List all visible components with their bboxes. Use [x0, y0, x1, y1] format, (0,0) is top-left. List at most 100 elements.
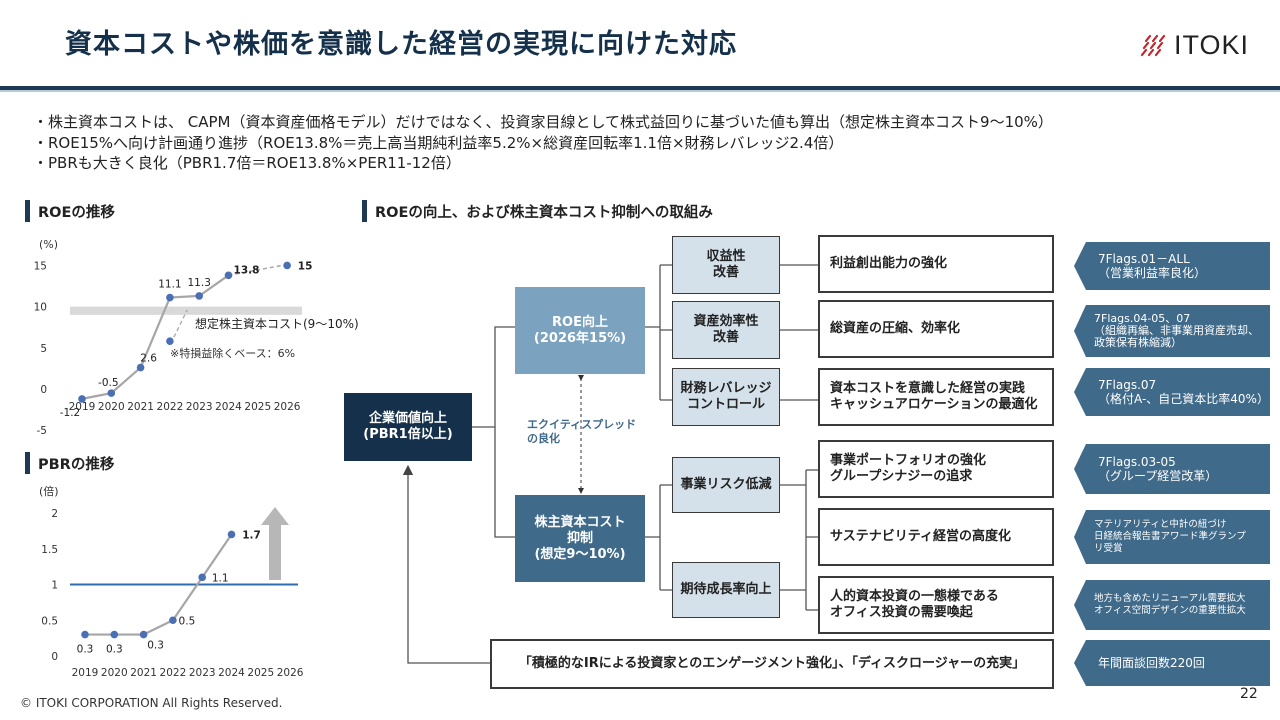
pbr-xtick-label: 2024	[218, 667, 245, 679]
flag-tag: 7Flags.04-05、07 （組織再編、非事業用資産売却、 政策保有株縮減）	[1074, 305, 1270, 357]
roe-special-items-point	[166, 337, 174, 346]
roe-target-dashed-line	[228, 264, 283, 277]
connector-roe-levers	[645, 264, 672, 401]
pbr-section-heading: PBRの推移	[25, 452, 114, 474]
roe-improvement-box: ROE向上 (2026年15%)	[515, 287, 645, 374]
equity-spread-label: エクイティスプレッド の良化	[527, 418, 637, 445]
cost-of-equity-label: 想定株主資本コスト(9～10%)	[195, 316, 359, 331]
section-bar	[362, 200, 367, 222]
enterprise-value-box: 企業価値向上 (PBR1倍以上)	[344, 393, 472, 461]
section-bar	[25, 452, 30, 474]
special-items-leader-line	[173, 309, 188, 338]
flag-tag: 7Flags.01－ALL （営業利益率良化）	[1074, 242, 1270, 290]
logo-mark-icon	[1140, 34, 1166, 56]
roe-xtick-label: 2021	[127, 401, 154, 413]
roe-data-label: 11.3	[188, 277, 211, 289]
summary-bullets: ・株主資本コストは、 CAPM（資本資産価格モデル）だけではなく、投資家目線とし…	[33, 112, 1053, 174]
roe-xtick-label: 2026	[274, 401, 301, 413]
connector-levers-actions	[780, 264, 818, 401]
lever-asset-efficiency: 資産効率性 改善	[672, 301, 780, 359]
section-bar	[25, 200, 30, 222]
roe-data-label: 11.1	[158, 279, 181, 291]
bullet-item: ・ROE15%へ向け計画通り進捗（ROE13.8%＝売上高当期純利益率5.2%×…	[33, 133, 844, 152]
roe-data-point	[166, 293, 174, 302]
special-items-note: ※特損益除くベース：6%	[170, 346, 295, 360]
connector-risk-actions	[780, 469, 818, 611]
pbr-section-label: PBRの推移	[38, 456, 115, 473]
pbr-unit-label: (倍)	[39, 484, 59, 498]
logo-text: ITOKI	[1174, 30, 1250, 60]
pbr-xtick-label: 2019	[72, 667, 99, 679]
pbr-data-point	[227, 530, 236, 539]
roe-xtick-label: 2020	[98, 401, 125, 413]
roe-xtick-label: 2024	[215, 401, 242, 413]
roe-ytick-label: 15	[34, 260, 47, 272]
roe-data-label: 2.6	[140, 353, 157, 365]
header-rule-accent	[0, 90, 1280, 92]
pbr-xtick-label: 2026	[277, 667, 304, 679]
pbr-data-label: 0.3	[106, 644, 123, 656]
roe-xtick-label: 2022	[157, 401, 184, 413]
pbr-data-point	[110, 630, 119, 639]
action-asset-compression: 総資産の圧縮、効率化	[818, 300, 1054, 358]
pbr-series-line	[85, 533, 233, 636]
flag-tag: 年間面談回数220回	[1074, 640, 1270, 686]
flag-tag: 7Flags.03-05 （グループ経営改革）	[1074, 444, 1270, 494]
roe-xtick-label: 2023	[186, 401, 213, 413]
roe-data-point	[224, 271, 233, 280]
lever-growth-expectation: 期待成長率向上	[672, 562, 780, 618]
roe-xtick-label: 2025	[244, 401, 271, 413]
page-number: 22	[1240, 686, 1258, 702]
roe-data-point	[283, 261, 291, 270]
copyright: © ITOKI CORPORATION All Rights Reserved.	[20, 696, 283, 710]
bullet-item: ・PBRも大きく良化（PBR1.7倍＝ROE13.8%×PER11-12倍）	[33, 154, 461, 172]
pbr-ytick-label: 1	[51, 580, 58, 592]
lever-profitability: 収益性 改善	[672, 236, 780, 294]
roe-unit-label: (%)	[39, 238, 58, 251]
company-logo: ITOKI	[1140, 30, 1250, 61]
page-title: 資本コストや株価を意識した経営の実現に向けた対応	[65, 29, 737, 60]
roe-data-label: 13.8	[234, 264, 260, 276]
roe-data-point	[195, 292, 203, 300]
lever-financial-leverage: 財務レバレッジ コントロール	[672, 368, 780, 426]
roe-xtick-label: 2019	[69, 401, 96, 413]
header-rule	[0, 86, 1280, 90]
action-profit-generation: 利益創出能力の強化	[818, 235, 1054, 293]
roe-ytick-label: -5	[37, 425, 47, 437]
roe-section-heading: ROEの推移	[25, 200, 115, 222]
pbr-xtick-label: 2020	[101, 667, 128, 679]
action-sustainability: サステナビリティ経営の高度化	[818, 508, 1054, 566]
flow-section-heading: ROEの向上、および株主資本コスト抑制への取組み	[362, 200, 713, 222]
action-portfolio: 事業ポートフォリオの強化 グループシナジーの追求	[818, 440, 1054, 498]
flag-tag: マテリアリティと中計の紐づけ 日経統合報告書アワード準グランプ リ受賞	[1074, 510, 1270, 564]
pbr-ytick-label: 0	[51, 651, 58, 663]
pbr-data-point	[169, 616, 177, 625]
roe-ytick-label: 0	[40, 384, 47, 396]
pbr-data-label: 1.1	[212, 572, 229, 584]
pbr-xtick-label: 2021	[130, 667, 157, 679]
action-office-investment: 人的資本投資の一態様である オフィス投資の需要喚起	[818, 576, 1054, 634]
roe-data-label: -0.5	[98, 377, 119, 389]
connector-root-roe	[472, 326, 515, 428]
bullet-item: ・株主資本コストは、 CAPM（資本資産価格モデル）だけではなく、投資家目線とし…	[33, 113, 1053, 131]
roe-data-label: 15	[298, 260, 313, 272]
pbr-data-label: 1.7	[242, 529, 261, 541]
pbr-ytick-label: 1.5	[41, 544, 58, 556]
roe-ytick-label: 10	[34, 302, 47, 314]
connector-coc-levers	[645, 484, 672, 591]
pbr-ytick-label: 2	[51, 508, 58, 520]
upward-arrow-icon	[261, 507, 289, 580]
flag-tag: 地方も含めたリニューアル需要拡大 オフィス空間デザインの重要性拡大	[1074, 580, 1270, 630]
pbr-data-label: 0.5	[179, 615, 196, 627]
roe-series-line	[81, 274, 230, 400]
pbr-xtick-label: 2025	[247, 667, 274, 679]
pbr-data-point	[198, 573, 206, 582]
pbr-data-point	[139, 630, 148, 639]
roe-data-point	[107, 389, 116, 397]
connector-root-coc	[494, 427, 515, 538]
roe-data-point	[136, 363, 145, 372]
flag-tag: 7Flags.07 （格付A-、自己資本比率40%）	[1074, 368, 1270, 416]
roe-data-label: -1.2	[60, 407, 81, 419]
